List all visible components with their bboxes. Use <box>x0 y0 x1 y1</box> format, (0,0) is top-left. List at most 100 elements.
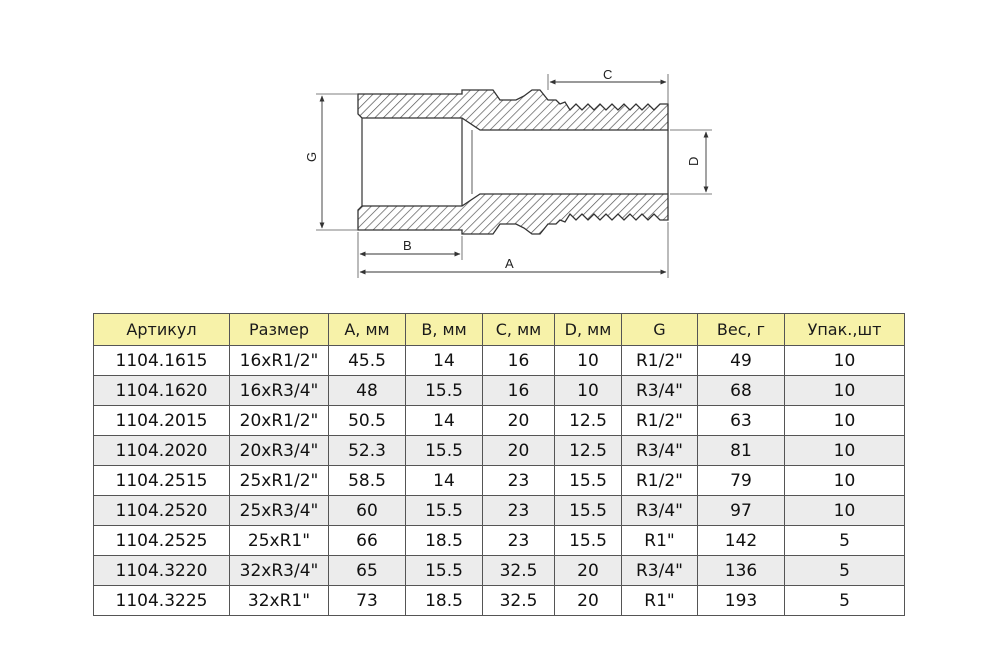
cell-article: 1104.2525 <box>93 525 230 556</box>
cell-c-mm: 20 <box>482 405 555 436</box>
cell-pack-qty: 5 <box>784 585 905 616</box>
cell-article: 1104.2020 <box>93 435 230 466</box>
dimension-a-label: A <box>505 256 514 271</box>
cell-d-mm: 15.5 <box>554 495 622 526</box>
dimension-c-label: C <box>603 67 612 82</box>
cell-a-mm: 58.5 <box>328 465 406 496</box>
dimension-b-label: B <box>403 238 412 253</box>
cell-g-thread: R1/2" <box>621 465 698 496</box>
cell-g-thread: R3/4" <box>621 495 698 526</box>
cell-size: 32xR3/4" <box>229 555 329 586</box>
cell-weight-g: 97 <box>697 495 785 526</box>
cell-a-mm: 66 <box>328 525 406 556</box>
fitting-technical-drawing: G C D B A <box>304 67 712 278</box>
fitting-section-top <box>357 89 669 131</box>
cell-article: 1104.3225 <box>93 585 230 616</box>
cell-c-mm: 16 <box>482 345 555 376</box>
dimension-d: D <box>670 129 712 195</box>
cell-size: 32xR1" <box>229 585 329 616</box>
cell-c-mm: 20 <box>482 435 555 466</box>
cell-pack-qty: 10 <box>784 495 905 526</box>
dimension-g: G <box>304 93 358 231</box>
cell-a-mm: 48 <box>328 375 406 406</box>
cell-weight-g: 68 <box>697 375 785 406</box>
cell-b-mm: 15.5 <box>405 495 483 526</box>
column-header-size: Размер <box>229 313 329 346</box>
cell-d-mm: 20 <box>554 585 622 616</box>
cell-weight-g: 49 <box>697 345 785 376</box>
cell-b-mm: 18.5 <box>405 585 483 616</box>
cell-c-mm: 23 <box>482 465 555 496</box>
cell-a-mm: 45.5 <box>328 345 406 376</box>
cell-size: 25xR1/2" <box>229 465 329 496</box>
cell-size: 25xR3/4" <box>229 495 329 526</box>
cell-article: 1104.3220 <box>93 555 230 586</box>
cell-g-thread: R1/2" <box>621 345 698 376</box>
column-header-a-mm: A, мм <box>328 313 406 346</box>
dimension-b: B <box>357 232 463 278</box>
dimension-g-label: G <box>304 152 319 162</box>
cell-a-mm: 73 <box>328 585 406 616</box>
cell-pack-qty: 5 <box>784 525 905 556</box>
cell-b-mm: 14 <box>405 345 483 376</box>
cell-d-mm: 12.5 <box>554 405 622 436</box>
cell-size: 25xR1" <box>229 525 329 556</box>
cell-g-thread: R3/4" <box>621 435 698 466</box>
dimension-a: A <box>359 222 669 278</box>
fitting-bore-outline <box>361 118 669 206</box>
cell-g-thread: R1" <box>621 525 698 556</box>
cell-a-mm: 65 <box>328 555 406 586</box>
cell-weight-g: 81 <box>697 435 785 466</box>
column-header-c-mm: C, мм <box>482 313 555 346</box>
dimension-d-label: D <box>686 157 701 166</box>
column-header-pack-qty: Упак.,шт <box>784 313 905 346</box>
cell-size: 20xR3/4" <box>229 435 329 466</box>
cell-size: 16xR1/2" <box>229 345 329 376</box>
cell-b-mm: 15.5 <box>405 435 483 466</box>
column-header-g-thread: G <box>621 313 698 346</box>
cell-b-mm: 18.5 <box>405 525 483 556</box>
cell-size: 16xR3/4" <box>229 375 329 406</box>
cell-weight-g: 193 <box>697 585 785 616</box>
cell-b-mm: 14 <box>405 405 483 436</box>
cell-b-mm: 14 <box>405 465 483 496</box>
cell-b-mm: 15.5 <box>405 375 483 406</box>
cell-article: 1104.2015 <box>93 405 230 436</box>
cell-article: 1104.2515 <box>93 465 230 496</box>
column-header-weight-g: Вес, г <box>697 313 785 346</box>
cell-g-thread: R1" <box>621 585 698 616</box>
cell-weight-g: 63 <box>697 405 785 436</box>
cell-c-mm: 16 <box>482 375 555 406</box>
cell-pack-qty: 5 <box>784 555 905 586</box>
cell-a-mm: 60 <box>328 495 406 526</box>
cell-d-mm: 10 <box>554 375 622 406</box>
cell-c-mm: 23 <box>482 495 555 526</box>
cell-c-mm: 32.5 <box>482 585 555 616</box>
cell-weight-g: 136 <box>697 555 785 586</box>
cell-article: 1104.2520 <box>93 495 230 526</box>
cell-pack-qty: 10 <box>784 345 905 376</box>
column-header-d-mm: D, мм <box>554 313 622 346</box>
cell-d-mm: 10 <box>554 345 622 376</box>
cell-g-thread: R3/4" <box>621 555 698 586</box>
cell-g-thread: R1/2" <box>621 405 698 436</box>
cell-pack-qty: 10 <box>784 405 905 436</box>
cell-d-mm: 15.5 <box>554 525 622 556</box>
dimension-c: C <box>547 67 669 104</box>
cell-article: 1104.1620 <box>93 375 230 406</box>
cell-c-mm: 32.5 <box>482 555 555 586</box>
cell-pack-qty: 10 <box>784 375 905 406</box>
cell-d-mm: 12.5 <box>554 435 622 466</box>
cell-pack-qty: 10 <box>784 435 905 466</box>
cell-d-mm: 15.5 <box>554 465 622 496</box>
cell-a-mm: 52.3 <box>328 435 406 466</box>
